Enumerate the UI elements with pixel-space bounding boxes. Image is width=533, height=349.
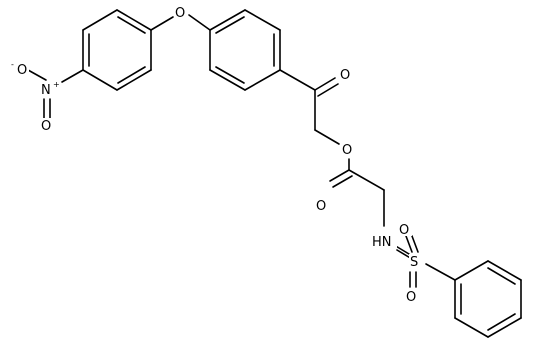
bond-s-phenyl [425,263,456,281]
bond-r2-d1 [215,16,245,34]
nitro-oxygen-minus: O [17,63,27,78]
ring-nitrophenyl [82,9,152,91]
atom-labels: O - N + O O O O O HN O S O [11,5,422,305]
bond-r3-4 [487,317,522,338]
bond-r1-d1 [117,16,146,34]
nitro-nitrogen: N [41,83,51,98]
bond-r3-d2 [487,313,516,331]
amine-nh: HN [372,235,392,250]
bond-r3-2 [487,260,522,281]
label-bg-ester-carbonyl-o [315,198,329,212]
bond-r2-5 [209,69,246,91]
label-bg-ketone-o [339,67,353,81]
bond-r2-2 [244,9,281,31]
ketone-oxygen: O [340,68,350,83]
bond-ring2-carbonyl [279,69,316,91]
ester-carbonyl-oxygen: O [316,199,326,214]
bond-ketone-double-2 [317,83,339,97]
bond-ketone-double-1 [314,77,336,91]
ring-phenyl [454,260,522,338]
bond-r1-d2 [117,66,146,84]
bond-s-o-left-2 [405,235,413,253]
bond-r2-4 [244,69,281,91]
label-bg-ether-o [174,5,188,19]
bond-n-o-minus [27,69,47,81]
bond-ester-double-1 [329,169,350,182]
sulfonyl-oxygen-left: O [399,223,409,238]
bond-r1-6 [82,9,118,31]
bond-r1-1 [116,9,152,31]
label-bg-nitro-o [40,118,53,132]
bond-r1-4 [82,69,118,91]
bond-c-nitro-n [61,69,84,83]
nitro-nitrogen-charge: + [53,80,60,89]
bond-ch2-ester-o [314,129,340,145]
label-bg-sulfonyl-o-bottom [405,289,419,303]
nitro-oxygen-double: O [41,119,51,134]
bonds [27,9,522,338]
bond-s-o-left-3 [411,235,419,253]
ester-oxygen: O [342,143,352,158]
label-bg-sulfonyl-o-left [398,222,412,236]
bond-r3-5 [454,317,489,338]
label-bg-o-minus [16,62,29,76]
label-bg-nh [371,234,397,248]
bond-r2-d3 [215,66,245,84]
ring-phenylene [209,9,281,91]
label-bg-sulfur [409,254,422,269]
bond-ester-c-ch2 [348,169,385,191]
bond-r3-1 [454,260,489,281]
nitro-oxygen-charge: - [11,60,14,69]
label-bg-ester-o [341,142,355,156]
label-bg-nitro-n [40,82,54,96]
sulfonyl-oxygen-bottom: O [406,290,416,305]
bond-ether-o-ring2 [188,14,211,31]
ether-oxygen: O [175,6,185,21]
bond-r2-1 [209,9,246,31]
bond-ester-double-2 [332,175,353,188]
bond-r3-d1 [487,267,516,285]
bond-ring1-ether-o [150,16,174,31]
sulfur-atom: S [410,255,418,270]
bond-r1-3 [116,69,152,91]
